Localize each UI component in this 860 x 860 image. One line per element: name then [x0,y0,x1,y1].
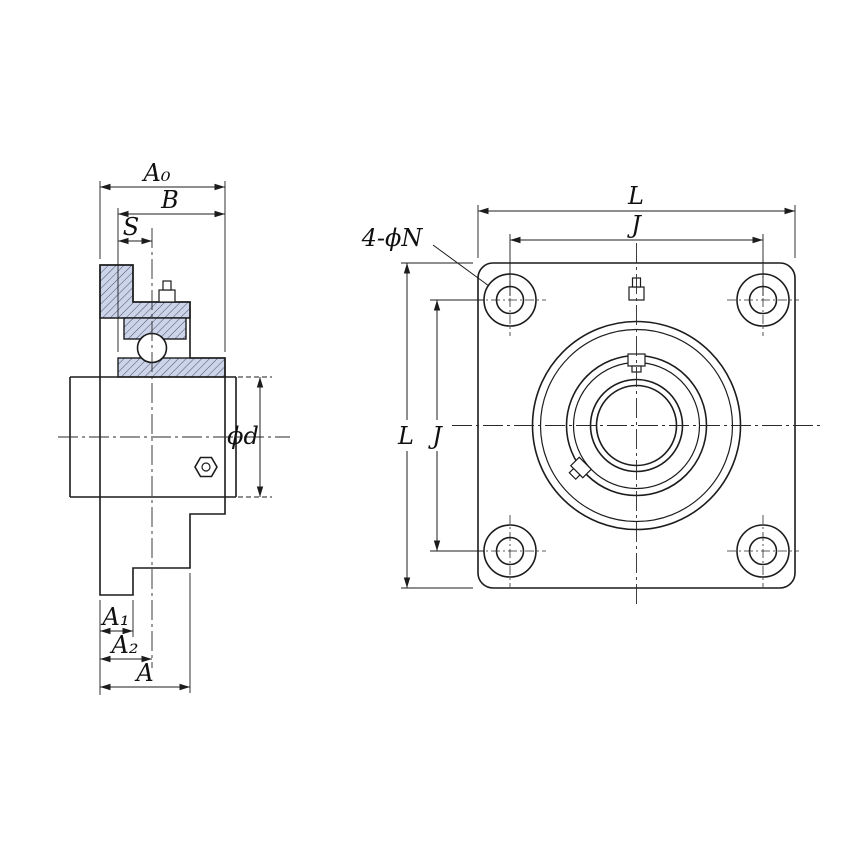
front-view: L J L J 4-ϕN [361,182,820,607]
dim-label-j-top: J [626,211,642,239]
dim-label-a1: A₁ [101,603,130,631]
set-screw-hex-icon [194,456,218,478]
grease-fitting-base-icon [158,289,176,303]
dim-label-a: A [134,659,153,687]
set-screw-socket-icon [201,462,211,472]
bolt-hole-bottom-right [727,515,799,587]
bolt-note-leader [432,244,490,287]
dim-label-s: S [123,213,139,241]
dim-label-l-top: L [627,182,644,210]
label-mask [425,420,450,451]
dim-label-a2: A₂ [110,631,139,659]
housing-outline [99,264,226,596]
dim-label-a0: A₀ [142,159,171,187]
dim-label-l-left: L [397,422,414,450]
dim-label-b: B [160,186,179,214]
side-section-view: A₀ B S ϕd A₁ A₂ A [58,159,290,695]
bolt-hole-bottom-left [474,515,546,587]
shaft [69,376,237,498]
set-screw-lower-left [568,456,593,481]
grease-fitting-tip-icon [162,280,172,291]
bearing-inner-ring-section [117,357,226,378]
bolt-note-label: 4-ϕN [361,224,424,252]
dim-label-phid: ϕd [227,422,259,450]
housing-section [99,264,191,319]
label-mask [394,420,420,451]
